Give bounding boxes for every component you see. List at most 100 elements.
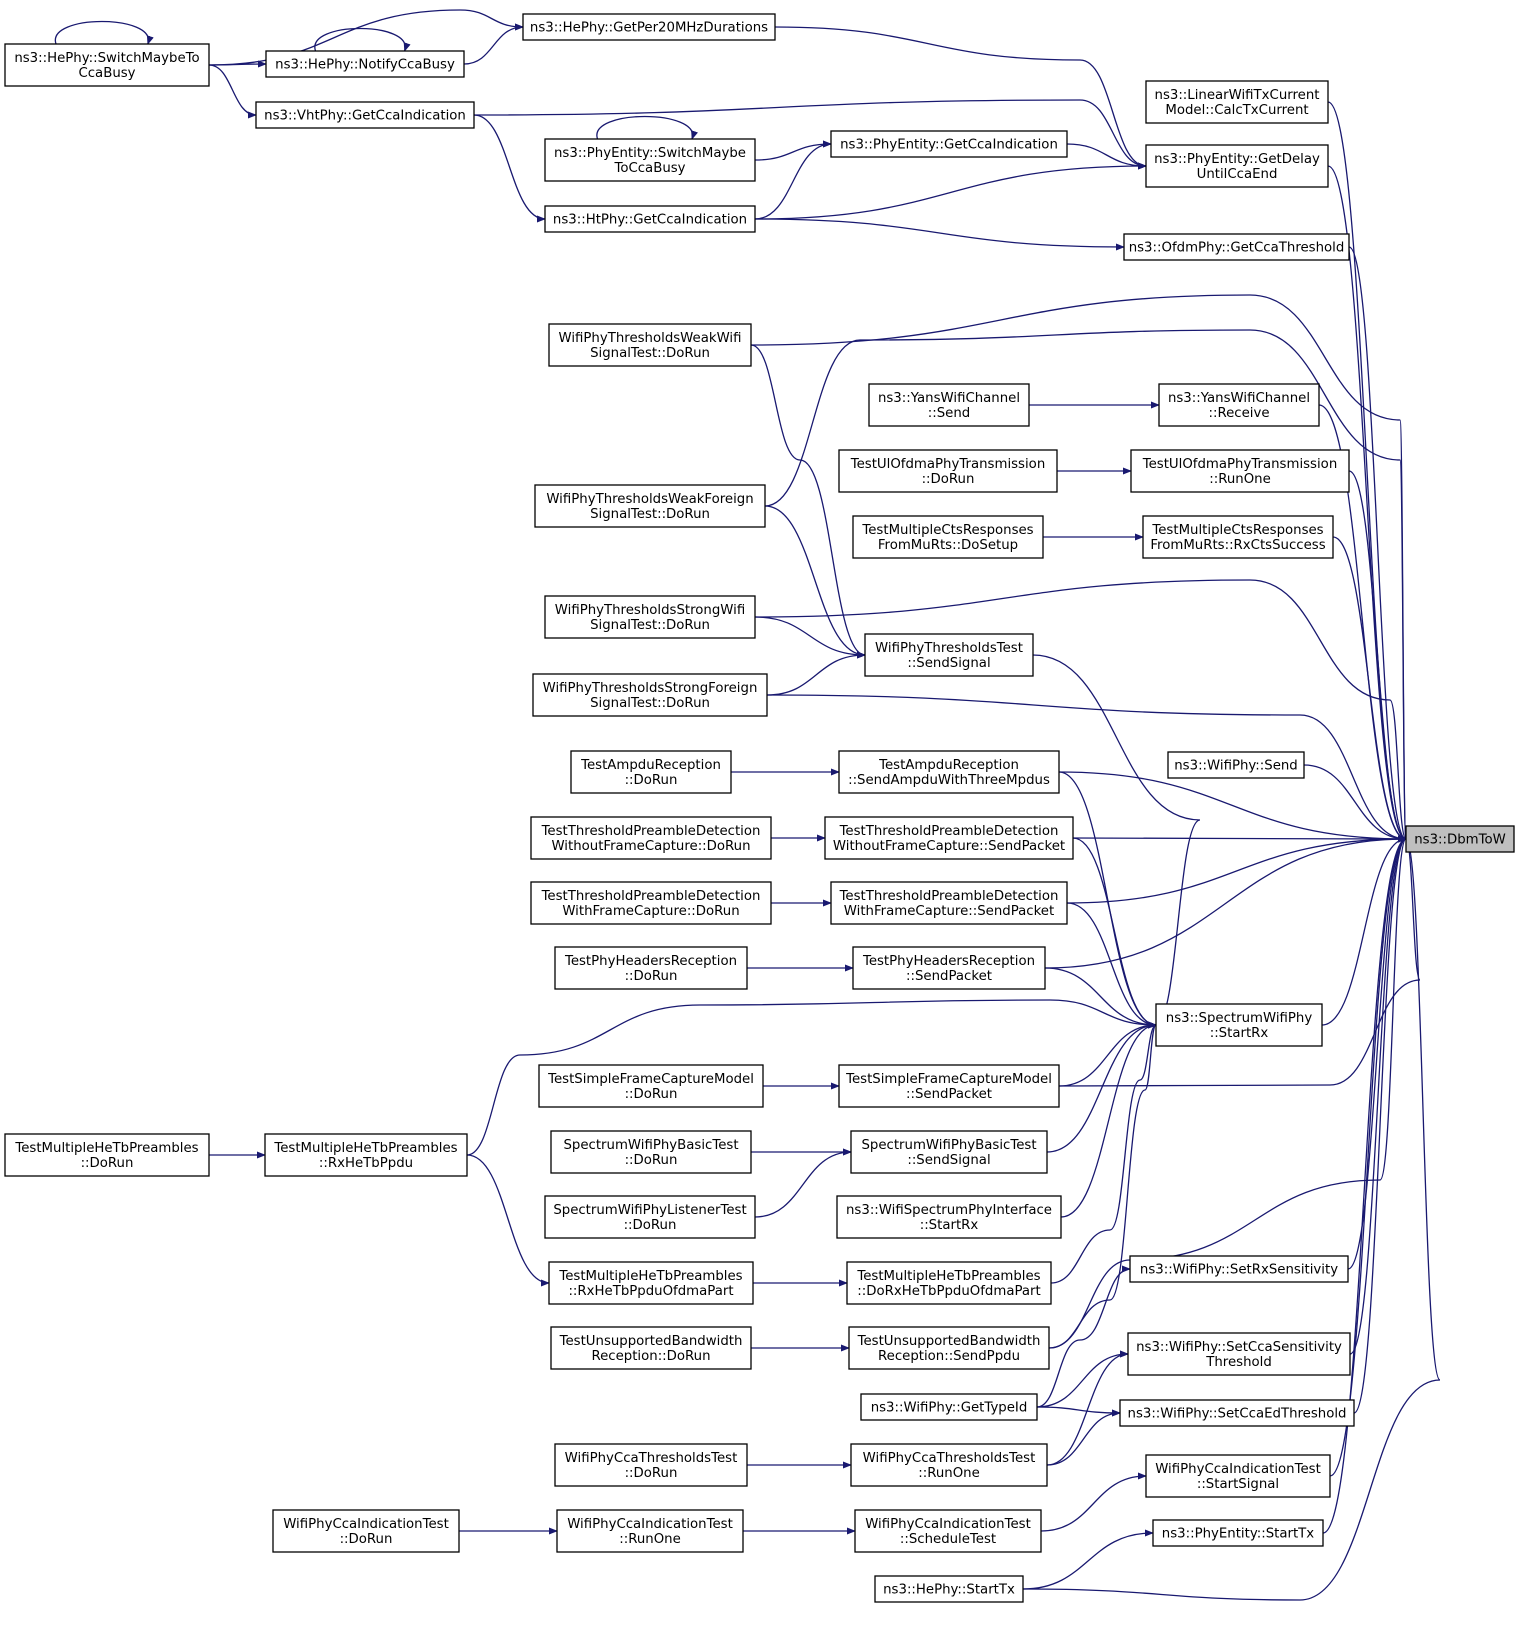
node-label: WifiPhyCcaIndicationTest [865, 1517, 1031, 1532]
node-cts-dosetup[interactable]: TestMultipleCtsResponsesFromMuRts::DoSet… [852, 515, 1044, 559]
node-weakforeign[interactable]: WifiPhyThresholdsWeakForeignSignalTest::… [534, 484, 766, 528]
call-edge [1348, 470, 1407, 843]
edge-headers-send-to-dbmtow [1044, 835, 1407, 969]
edge-gettypeid-to-setccasens [1036, 1350, 1129, 1408]
node-headers-dorun[interactable]: TestPhyHeadersReception::DoRun [554, 946, 748, 990]
node-ulofdma-runone[interactable]: TestUlOfdmaPhyTransmission::RunOne [1130, 449, 1350, 493]
node-box [1167, 751, 1305, 779]
node-label: WithoutFrameCapture::SendPacket [833, 839, 1065, 854]
node-box [554, 1443, 748, 1487]
node-hephy-notify[interactable]: ns3::HePhy::NotifyCcaBusy [265, 50, 465, 78]
call-edge [1032, 654, 1201, 1029]
node-label: TestUnsupportedBandwidth [857, 1334, 1041, 1349]
call-edge [754, 140, 832, 220]
node-box [850, 1443, 1048, 1487]
node-strongwifi[interactable]: WifiPhyThresholdsStrongWifiSignalTest::D… [544, 595, 756, 639]
node-headers-send[interactable]: TestPhyHeadersReception::SendPacket [852, 946, 1046, 990]
node-yans-send[interactable]: ns3::YansWifiChannel::Send [868, 383, 1030, 427]
node-linear-calc[interactable]: ns3::LinearWifiTxCurrentModel::CalcTxCur… [1145, 80, 1329, 124]
node-gettypeid[interactable]: ns3::WifiPhy::GetTypeId [860, 1393, 1038, 1421]
call-edge [1036, 1406, 1121, 1417]
node-box [522, 13, 776, 41]
node-box [1158, 383, 1320, 427]
node-ccath-dorun[interactable]: WifiPhyCcaThresholdsTest::DoRun [554, 1443, 748, 1487]
node-weakwifi[interactable]: WifiPhyThresholdsWeakWifiSignalTest::DoR… [548, 323, 752, 367]
node-ccaind-dorun[interactable]: WifiPhyCcaIndicationTest::DoRun [272, 1509, 460, 1553]
edge-ampdu-send-to-dbmtow [1058, 771, 1407, 843]
node-ampdu-send[interactable]: TestAmpduReception::SendAmpduWithThreeMp… [838, 750, 1060, 794]
node-hephy-per20[interactable]: ns3::HePhy::GetPer20MHzDurations [522, 13, 776, 41]
node-box [1145, 80, 1329, 124]
edge-gettypeid-to-setrxsens [1036, 1265, 1131, 1408]
node-tpd-wo-dorun[interactable]: TestThresholdPreambleDetectionWithoutFra… [530, 816, 772, 860]
node-box [874, 1575, 1024, 1603]
node-listener-dorun[interactable]: SpectrumWifiPhyListenerTest::DoRun [544, 1195, 756, 1239]
node-setrxsens[interactable]: ns3::WifiPhy::SetRxSensitivity [1129, 1255, 1349, 1283]
node-strongforeign[interactable]: WifiPhyThresholdsStrongForeignSignalTest… [532, 673, 768, 717]
node-label: Threshold [1205, 1355, 1272, 1370]
node-spectrum-startrx[interactable]: ns3::SpectrumWifiPhy::StartRx [1155, 1003, 1323, 1047]
node-label: ns3::HePhy::SwitchMaybeTo [14, 51, 199, 66]
node-label: ::DoRun [340, 1532, 393, 1547]
node-label: ::ScheduleTest [900, 1532, 996, 1547]
node-sfcm-send[interactable]: TestSimpleFrameCaptureModel::SendPacket [838, 1064, 1060, 1108]
node-label: SignalTest::DoRun [590, 507, 710, 522]
node-wsi-startrx[interactable]: ns3::WifiSpectrumPhyInterface::StartRx [836, 1195, 1062, 1239]
node-ccath-runone[interactable]: WifiPhyCcaThresholdsTest::RunOne [850, 1443, 1048, 1487]
call-edge [1046, 1021, 1157, 1153]
edge-strongwifi-to-dbmtow [754, 579, 1407, 843]
node-label: ::Send [928, 406, 970, 421]
node-htphy-getcca[interactable]: ns3::HtPhy::GetCcaIndication [544, 205, 756, 233]
node-sfcm-dorun[interactable]: TestSimpleFrameCaptureModel::DoRun [538, 1064, 764, 1108]
node-vhtphy-getcca[interactable]: ns3::VhtPhy::GetCcaIndication [255, 101, 475, 129]
node-box [255, 101, 475, 129]
node-phyentity-starttx[interactable]: ns3::PhyEntity::StartTx [1152, 1519, 1324, 1547]
node-setccaed[interactable]: ns3::WifiPhy::SetCcaEdThreshold [1119, 1399, 1355, 1427]
node-label: UntilCcaEnd [1197, 167, 1278, 182]
node-label: WifiPhyCcaIndicationTest [283, 1517, 449, 1532]
node-ampdu-dorun[interactable]: TestAmpduReception::DoRun [570, 750, 732, 794]
node-mhtb-dorun[interactable]: TestMultipleHeTbPreambles::DoRun [4, 1133, 210, 1177]
edge-phyentity-starttx-to-dbmtow [1322, 835, 1407, 1534]
nodes-layer: ns3::DbmToW ns3::HePhy::SwitchMaybeToCcaB… [4, 13, 1515, 1603]
node-label: ns3::VhtPhy::GetCcaIndication [264, 109, 466, 124]
node-mhtb-ofdma[interactable]: TestMultipleHeTbPreambles::RxHeTbPpduOfd… [548, 1261, 754, 1305]
node-box [1142, 515, 1334, 559]
node-ccaind-schedule[interactable]: WifiPhyCcaIndicationTest::ScheduleTest [854, 1509, 1042, 1553]
node-thresholds-send[interactable]: WifiPhyThresholdsTest::SendSignal [864, 633, 1034, 677]
node-box [544, 595, 756, 639]
node-tpd-wo-send[interactable]: TestThresholdPreambleDetectionWithoutFra… [824, 816, 1074, 860]
call-edge [1303, 764, 1407, 843]
node-phyentity-getcca[interactable]: ns3::PhyEntity::GetCcaIndication [830, 130, 1068, 158]
node-label: ::StartRx [920, 1218, 979, 1233]
node-box [1127, 1332, 1351, 1376]
node-mhtb-rx[interactable]: TestMultipleHeTbPreambles::RxHeTbPpdu [264, 1133, 468, 1177]
node-ccaind-runone[interactable]: WifiPhyCcaIndicationTest::RunOne [556, 1509, 744, 1553]
node-box [854, 1509, 1042, 1553]
node-cts-success[interactable]: TestMultipleCtsResponsesFromMuRts::RxCts… [1142, 515, 1334, 559]
node-wifiphy-send[interactable]: ns3::WifiPhy::Send [1167, 751, 1305, 779]
node-tpd-w-send[interactable]: TestThresholdPreambleDetectionWithFrameC… [830, 881, 1068, 925]
node-ccaind-startsignal[interactable]: WifiPhyCcaIndicationTest::StartSignal [1145, 1454, 1331, 1498]
node-dbmtow[interactable]: ns3::DbmToW [1405, 825, 1515, 853]
node-label: ns3::HePhy::GetPer20MHzDurations [530, 21, 768, 36]
edge-tpd-w-send-to-spectrum-startrx [1066, 902, 1157, 1029]
node-ofdm-thresh[interactable]: ns3::OfdmPhy::GetCcaThreshold [1123, 233, 1350, 261]
node-ub-send[interactable]: TestUnsupportedBandwidthReception::SendP… [848, 1326, 1050, 1370]
node-yans-receive[interactable]: ns3::YansWifiChannel::Receive [1158, 383, 1320, 427]
node-hephy-starttx[interactable]: ns3::HePhy::StartTx [874, 1575, 1024, 1603]
edge-mhtb-rx-to-mhtb-ofdma [466, 1154, 550, 1287]
node-ulofdma-dorun[interactable]: TestUlOfdmaPhyTransmission::DoRun [838, 449, 1058, 493]
node-basic-dorun[interactable]: SpectrumWifiPhyBasicTest::DoRun [550, 1130, 752, 1174]
node-tpd-w-dorun[interactable]: TestThresholdPreambleDetectionWithFrameC… [530, 881, 772, 925]
node-mhtb-doofdma[interactable]: TestMultipleHeTbPreambles::DoRxHeTbPpduO… [846, 1261, 1052, 1305]
edge-hephy-notify-to-hephy-notify [314, 27, 411, 52]
node-label: ns3::WifiPhy::SetCcaSensitivity [1136, 1340, 1342, 1355]
node-label: ns3::HtPhy::GetCcaIndication [553, 213, 747, 228]
node-basic-send[interactable]: SpectrumWifiPhyBasicTest::SendSignal [850, 1130, 1048, 1174]
